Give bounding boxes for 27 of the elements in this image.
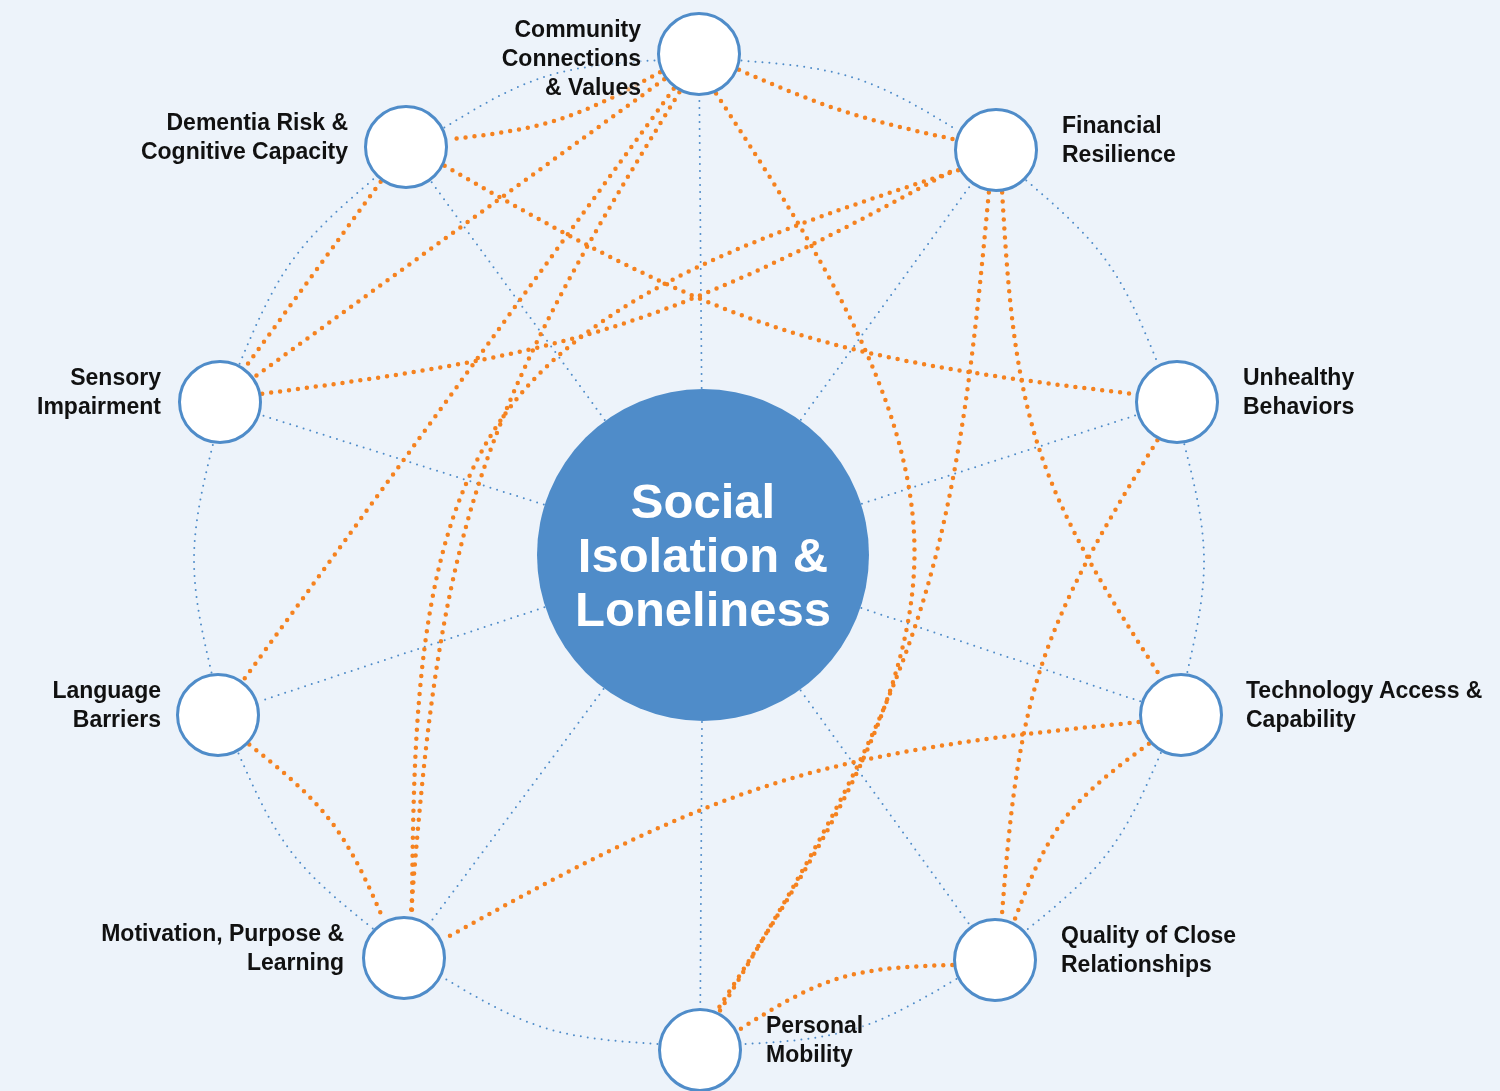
dotted-connector [193, 443, 214, 674]
dotted-connector [736, 962, 955, 1033]
node-label: Dementia Risk & Cognitive Capacity [139, 108, 348, 166]
node-label: Motivation, Purpose & Learning [100, 919, 344, 977]
dotted-connector [443, 59, 658, 129]
dotted-connector [430, 180, 606, 421]
node-label: Sensory Impairment [36, 363, 161, 421]
dotted-connector [1025, 752, 1162, 932]
node-label: Quality of Close Relationships [1061, 921, 1238, 979]
dotted-connector [860, 607, 1142, 703]
node-label: Unhealthy Behaviors [1243, 363, 1356, 421]
dotted-connector [252, 77, 667, 379]
dotted-connector [1183, 443, 1205, 674]
dotted-connector [736, 67, 957, 142]
dotted-connector [799, 183, 972, 421]
dotted-connector [237, 751, 374, 930]
dotted-connector [241, 86, 676, 683]
node-label: Personal Mobility [766, 1011, 865, 1069]
dotted-connector [860, 414, 1138, 505]
node-label: Language Barriers [51, 676, 161, 734]
node-label: Financial Resilience [1062, 111, 1177, 169]
dotted-connector [799, 689, 971, 927]
center-label: Social Isolation & Loneliness [574, 474, 832, 636]
node-label: Technology Access & Capability [1246, 676, 1484, 734]
dotted-connector [717, 190, 992, 1014]
dotted-connector [260, 414, 545, 506]
dotted-connector [1011, 741, 1152, 924]
